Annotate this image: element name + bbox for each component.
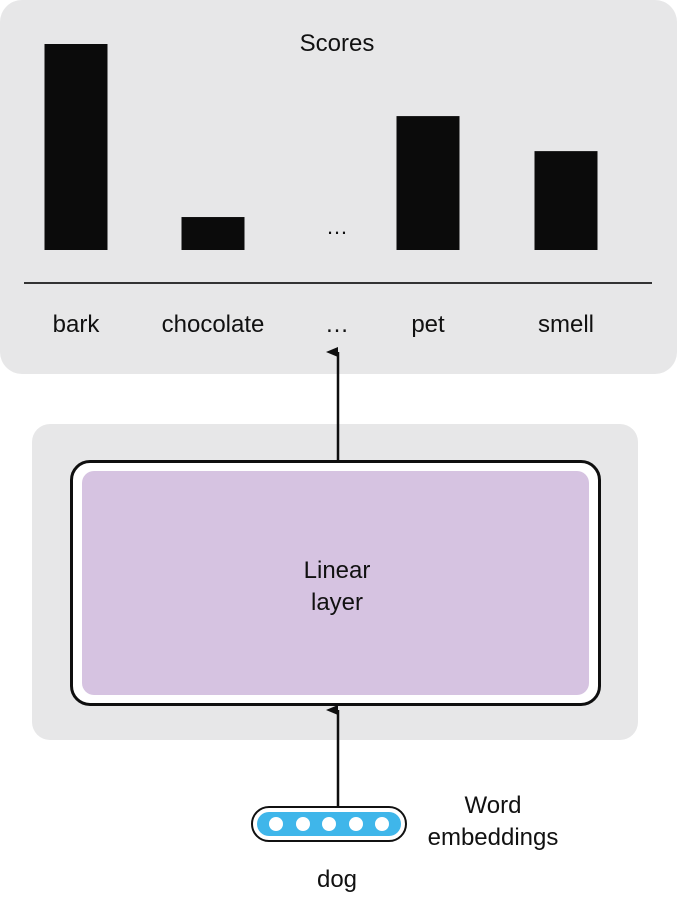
input-word-label: dog [316,866,358,893]
embedding-dot [296,817,310,831]
linear-layer-label: Linear layer [303,557,371,616]
bar-label-smell: smell [537,311,594,338]
bar-smell [534,151,598,250]
score-bars [44,44,598,250]
bar-label-bark: bark [52,311,100,338]
bar-pet [396,116,460,250]
bar-ellipsis: … [326,214,348,239]
bar-label-chocolate: chocolate [161,311,265,338]
bar-chocolate [181,217,245,250]
embedding-dot [269,817,283,831]
linear-layer-fill [82,471,589,695]
bar-label-ellipsis: … [325,311,349,338]
bar-bark [44,44,108,250]
embedding-dot [322,817,336,831]
embedding-dot [375,817,389,831]
embedding-dot [349,817,363,831]
word-embeddings-label: Word embeddings [427,792,559,851]
bar-label-pet: pet [411,311,445,338]
scores-title: Scores [299,30,375,57]
